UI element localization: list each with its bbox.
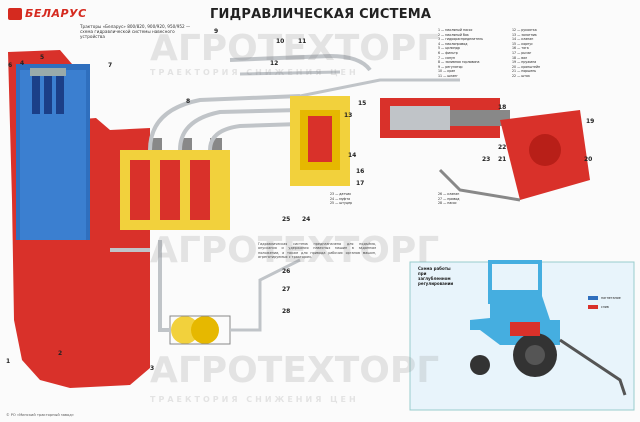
- callout: 14: [348, 152, 357, 159]
- legend-item: 27 — привод: [438, 196, 460, 201]
- footer-credit: © РО «Минский тракторный завод»: [6, 413, 74, 417]
- callout: 5: [40, 54, 45, 61]
- mode-legend-item: нагнетание: [588, 296, 630, 301]
- legend-item: 6 — фильтр: [438, 50, 458, 55]
- legend-item: 16 — тяга: [512, 46, 529, 51]
- legend-item: 4 — маслопровод: [438, 41, 468, 46]
- callout: 1: [6, 358, 11, 365]
- legend-middle: 23 — датчик 26 — клапан 24 — муфта 27 — …: [330, 192, 540, 206]
- legend-item: 14 — клапан: [512, 37, 534, 42]
- legend-item: 26 — клапан: [438, 192, 460, 196]
- legend-item: 1 — масляный насос: [438, 28, 473, 32]
- callout: 8: [186, 98, 191, 105]
- mtz-logo-icon: [8, 7, 22, 20]
- filter: [32, 74, 40, 114]
- brand: БЕЛАРУС: [8, 7, 87, 20]
- callout: 2: [58, 350, 63, 357]
- callout: 10: [276, 38, 285, 45]
- callout: 4: [20, 60, 25, 67]
- legend-item: 10 — кран: [438, 69, 456, 74]
- callout: 23: [482, 156, 491, 163]
- callout: 20: [584, 156, 593, 163]
- callout: 15: [358, 100, 367, 107]
- page-subtitle: Тракторы «Беларус» 800/820, 900/920, 950…: [80, 24, 191, 39]
- legend-item: 18 — вал: [512, 55, 528, 60]
- legend-item: 15 — корпус: [512, 41, 533, 46]
- callout: 16: [356, 168, 365, 175]
- mode-panel-title: Схема работы при заглубленном регулирова…: [418, 266, 454, 286]
- callout: 3: [150, 365, 155, 372]
- watermark-bottom-sub: ТРАЕКТОРИЯ СНИЖЕНИЯ ЦЕН: [150, 395, 359, 404]
- legend-item: 20 — кронштейн: [512, 64, 541, 69]
- mode-legend-label: слив: [601, 304, 609, 309]
- callout: 13: [344, 112, 353, 119]
- legend-item: 25 — штуцер: [330, 201, 353, 206]
- callout: 22: [498, 144, 507, 151]
- mode-legend: нагнетание слив: [588, 296, 630, 309]
- legend-item: 22 — шток: [512, 73, 530, 78]
- legend-item: 17 — рычаг: [512, 50, 532, 55]
- legend-item: 12 — рукоятка: [512, 28, 537, 32]
- legend-item: 5 — цилиндр: [438, 46, 460, 51]
- callout: 28: [282, 308, 291, 315]
- callout: 11: [298, 38, 307, 45]
- mode-legend-label: нагнетание: [601, 296, 621, 300]
- legend-item: 3 — гидрораспределитель: [438, 37, 483, 42]
- legend-item: 2 — масляный бак: [438, 32, 469, 37]
- legend-item: 9 — регулятор: [438, 64, 463, 69]
- callout: 17: [356, 180, 365, 187]
- oil-pump: [171, 316, 199, 344]
- callout: 7: [108, 62, 113, 69]
- mode-legend-item: слив: [588, 305, 630, 310]
- callout: 21: [498, 156, 507, 163]
- blue-swatch-icon: [588, 296, 598, 301]
- legend-right: 12 — рукоятка 13 — золотник 14 — клапан …: [512, 28, 596, 79]
- legend-item: 21 — поршень: [512, 69, 537, 74]
- callout: 25: [282, 216, 291, 223]
- description-text: Гидравлическая система предназначена для…: [258, 242, 376, 260]
- callout: 26: [282, 268, 291, 275]
- legend-item: 13 — золотник: [512, 32, 537, 37]
- red-swatch-icon: [588, 304, 598, 309]
- callout: 12: [270, 60, 279, 67]
- legend-item: 28 — насос: [438, 201, 457, 206]
- legend-item: 19 — пружина: [512, 60, 537, 65]
- callout: 24: [302, 216, 311, 223]
- watermark-top-sub: ТРАЕКТОРИЯ СНИЖЕНИЯ ЦЕН: [150, 68, 359, 77]
- legend-item: 8 — заливная горловина: [438, 60, 480, 65]
- callout: 18: [498, 104, 507, 111]
- legend-item: 11 — шланг: [438, 73, 458, 78]
- callout: 9: [214, 28, 219, 35]
- legend-item: 23 — датчик: [330, 192, 352, 196]
- brand-name: БЕЛАРУС: [25, 7, 87, 20]
- legend-item: 7 — сапун: [438, 55, 456, 60]
- callout: 19: [586, 118, 595, 125]
- page-title: ГИДРАВЛИЧЕСКАЯ СИСТЕМА: [210, 7, 432, 22]
- callout: 6: [8, 62, 13, 69]
- legend-left: 1 — масляный насос 2 — масляный бак 3 — …: [438, 28, 512, 79]
- legend-item: 24 — муфта: [330, 196, 351, 201]
- callout: 27: [282, 286, 291, 293]
